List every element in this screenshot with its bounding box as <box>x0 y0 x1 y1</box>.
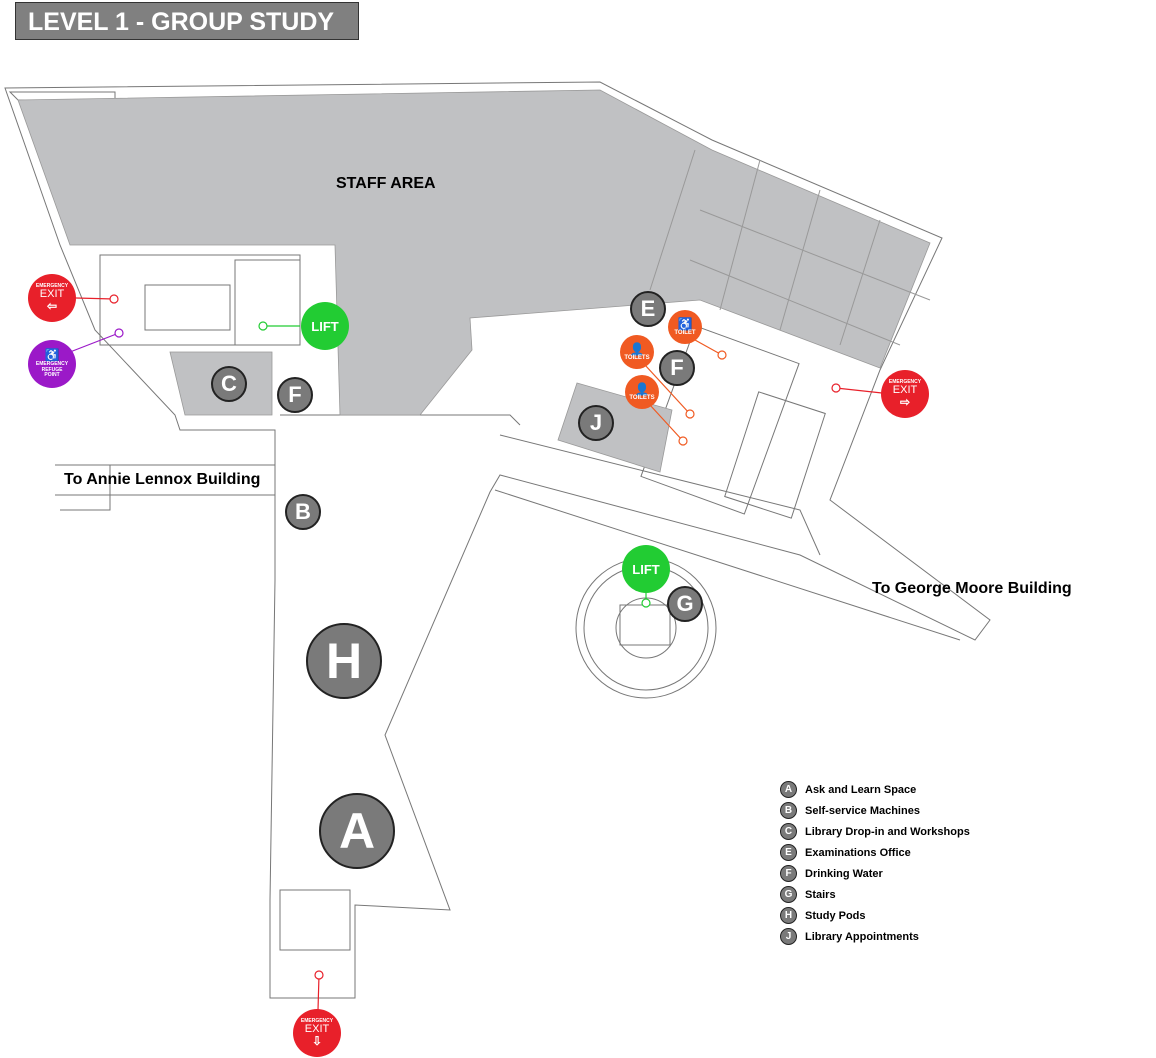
marker-j[interactable]: J <box>578 405 614 441</box>
legend-label: Self-service Machines <box>805 804 920 817</box>
wheelchair-icon: ♿ <box>677 317 693 331</box>
wheelchair-icon: ♿ <box>44 348 60 363</box>
legend-key: F <box>780 865 797 882</box>
toilets-label: TOILETS <box>624 355 650 361</box>
lift-marker[interactable]: LIFT <box>622 545 670 593</box>
marker-e[interactable]: E <box>630 291 666 327</box>
legend-label: Study Pods <box>805 909 866 922</box>
legend-key: C <box>780 823 797 840</box>
legend-label: Library Drop-in and Workshops <box>805 825 970 838</box>
exit-line1: EMERGENCY <box>888 379 922 385</box>
accessible-toilet-marker[interactable]: ♿TOILET <box>668 310 702 344</box>
legend-key: G <box>780 886 797 903</box>
exit-line2: EXIT <box>304 1023 330 1035</box>
toilets-marker[interactable]: 👤TOILETS <box>625 375 659 409</box>
marker-g[interactable]: G <box>667 586 703 622</box>
arrow-right-icon: ⇨ <box>899 395 911 409</box>
legend-key: A <box>780 781 797 798</box>
legend-label: Stairs <box>805 888 836 901</box>
refuge-line3: POINT <box>44 372 60 379</box>
legend-label: Drinking Water <box>805 867 883 880</box>
legend-label: Examinations Office <box>805 846 911 859</box>
marker-b[interactable]: B <box>285 494 321 530</box>
legend-item: H Study Pods <box>780 905 970 926</box>
toilets-label: TOILETS <box>629 395 655 401</box>
person-icon: 👤 <box>634 382 650 396</box>
exit-line1: EMERGENCY <box>300 1018 334 1024</box>
george-moore-label: To George Moore Building <box>872 580 1072 597</box>
arrow-left-icon: ⇦ <box>46 299 58 313</box>
legend-item: J Library Appointments <box>780 926 970 947</box>
staff-area-label: STAFF AREA <box>336 175 436 192</box>
legend-item: F Drinking Water <box>780 863 970 884</box>
marker-f[interactable]: F <box>659 350 695 386</box>
exit-line1: EMERGENCY <box>35 283 69 289</box>
lift-marker[interactable]: LIFT <box>301 302 349 350</box>
marker-h[interactable]: H <box>306 623 382 699</box>
page-title: LEVEL 1 - GROUP STUDY <box>15 2 359 40</box>
toilet-label: TOILET <box>674 330 696 336</box>
building-outline <box>4 81 991 999</box>
refuge-line2: REFUGE <box>41 366 63 373</box>
annie-lennox-label: To Annie Lennox Building <box>64 471 261 488</box>
legend-item: A Ask and Learn Space <box>780 779 970 800</box>
person-icon: 👤 <box>629 342 645 356</box>
legend-item: E Examinations Office <box>780 842 970 863</box>
arrow-down-icon: ⇩ <box>311 1034 323 1048</box>
legend-label: Library Appointments <box>805 930 919 943</box>
marker-f[interactable]: F <box>277 377 313 413</box>
exit-line2: EXIT <box>39 288 65 300</box>
legend-key: H <box>780 907 797 924</box>
exit-line2: EXIT <box>892 384 918 396</box>
refuge-line1: EMERGENCY <box>35 361 69 368</box>
staff-area <box>17 89 931 416</box>
toilets-marker[interactable]: 👤TOILETS <box>620 335 654 369</box>
legend-key: J <box>780 928 797 945</box>
legend-item: C Library Drop-in and Workshops <box>780 821 970 842</box>
legend-key: B <box>780 802 797 819</box>
marker-c[interactable]: C <box>211 366 247 402</box>
marker-a[interactable]: A <box>319 793 395 869</box>
legend-label: Ask and Learn Space <box>805 783 917 796</box>
legend: A Ask and Learn Space B Self-service Machi… <box>780 779 970 947</box>
legend-item: B Self-service Machines <box>780 800 970 821</box>
legend-key: E <box>780 844 797 861</box>
legend-item: G Stairs <box>780 884 970 905</box>
